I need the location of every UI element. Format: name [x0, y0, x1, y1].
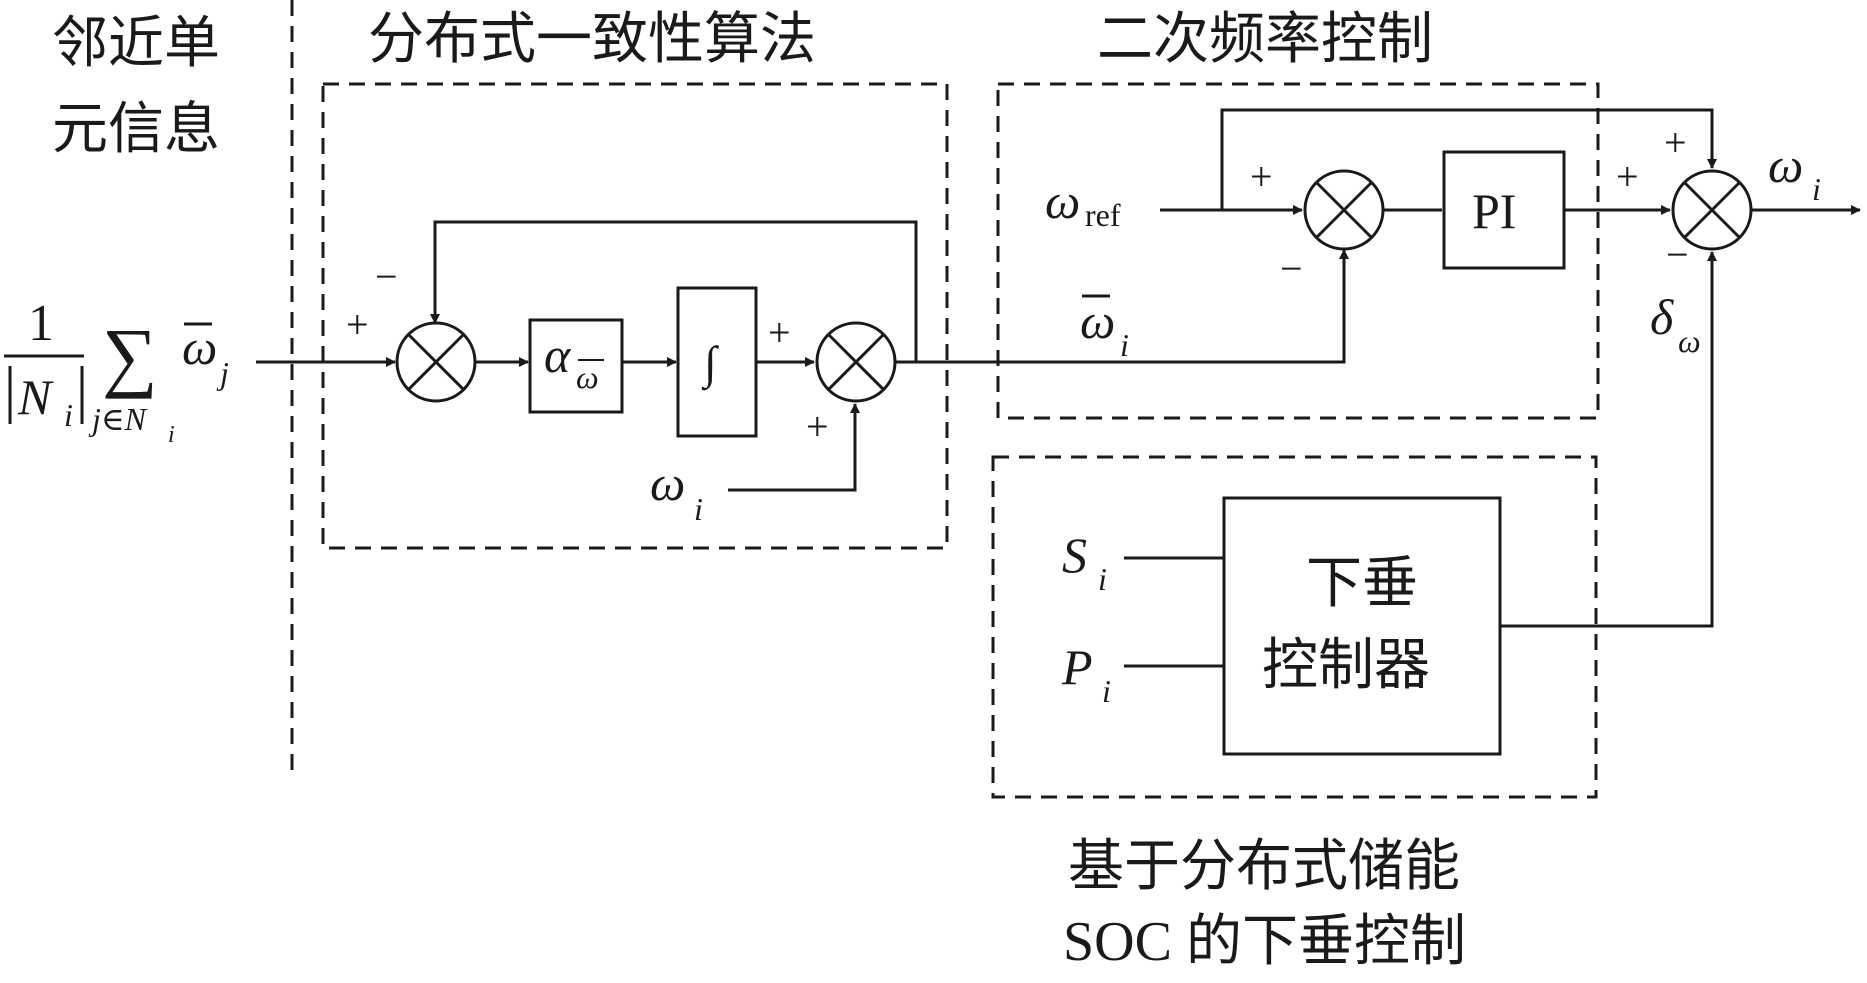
delta-omega-sub: ω: [1678, 323, 1701, 359]
droop-caption-line2: SOC 的下垂控制: [1063, 911, 1466, 973]
omega-ref: ω: [1045, 173, 1080, 229]
omega-bar-i: ω: [1080, 293, 1115, 349]
pi-block: [1442, 150, 1566, 270]
neighbor-title-line1: 邻近单: [52, 13, 220, 75]
droop-frame: [991, 455, 1598, 799]
droop-caption-line1: 基于分布式储能: [1068, 836, 1460, 898]
omega-i-input-sub: i: [694, 491, 703, 527]
wire-omega-bar-i: [896, 249, 1349, 364]
avg-denominator-sub: i: [64, 397, 73, 433]
sign-sum4-plus-top: +: [1664, 120, 1687, 165]
sign-sum2-plus-top: +: [768, 310, 791, 355]
s-input-label: S: [1062, 527, 1087, 583]
pi-label: PI: [1472, 183, 1516, 239]
avg-denominator: N: [17, 369, 54, 425]
sum-junction-2: [815, 321, 897, 403]
integrator-block: [676, 286, 758, 438]
sign-sum2-plus-bottom: +: [806, 404, 829, 449]
integrator-label: ∫: [701, 337, 719, 391]
gain-sub: ω: [576, 359, 599, 395]
omega-i-output: ω: [1768, 137, 1803, 193]
sum-subscript-i: i: [168, 422, 175, 448]
droop-controller-line2: 控制器: [1262, 635, 1430, 697]
sign-sum3-minus: −: [1280, 246, 1303, 291]
gain-block: [528, 318, 624, 414]
sum-symbol: ∑: [102, 312, 158, 399]
omega-bar-i-sub: i: [1120, 327, 1129, 363]
sign-sum1-plus: +: [346, 302, 369, 347]
gain-label: α: [544, 327, 572, 383]
sum-subscript: j∈N: [88, 401, 148, 437]
secondary-title: 二次频率控制: [1097, 9, 1433, 71]
omega-ref-sub: ref: [1085, 197, 1121, 233]
p-input-sub: i: [1102, 673, 1111, 709]
sum-junction-4: [1671, 169, 1753, 251]
sign-sum3-plus: +: [1250, 154, 1273, 199]
wire-omega-i-in: [728, 403, 860, 492]
consensus-frame: [321, 82, 949, 550]
wire-ref-bypass: [1220, 108, 1717, 210]
neighbor-title-line2: 元信息: [52, 99, 220, 161]
omega-i-output-sub: i: [1812, 171, 1821, 207]
secondary-frame: [996, 82, 1600, 420]
avg-numerator: 1: [28, 295, 54, 352]
sign-sum4-plus-left: +: [1616, 154, 1639, 199]
omega-bar-j-sub: j: [216, 355, 229, 391]
delta-omega: δ: [1650, 289, 1674, 345]
p-input-label: P: [1061, 639, 1093, 695]
sign-sum4-minus: −: [1666, 232, 1689, 277]
s-input-sub: i: [1098, 561, 1107, 597]
omega-i-input: ω: [650, 455, 685, 511]
droop-controller-block: [1222, 496, 1502, 756]
omega-bar-j: ω: [182, 319, 217, 375]
sum-junction-1: [395, 321, 477, 403]
wire-feedback: [430, 220, 918, 362]
consensus-title: 分布式一致性算法: [368, 9, 816, 71]
sign-sum1-minus: −: [375, 254, 398, 299]
wire-delta: [1500, 251, 1717, 628]
sum-junction-3: [1303, 169, 1385, 251]
droop-controller-line1: 下垂: [1306, 553, 1418, 615]
